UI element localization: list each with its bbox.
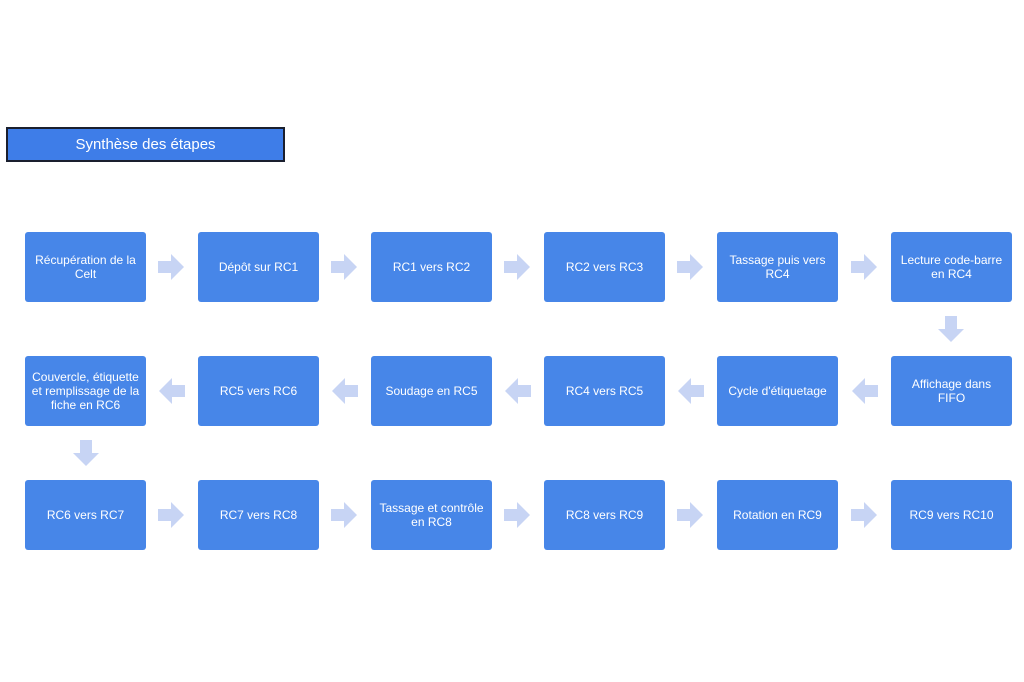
arrow-right-icon	[331, 254, 357, 280]
arrow-right-icon	[331, 502, 357, 528]
arrow-right-icon	[504, 254, 530, 280]
step-15-tassage-controle-rc8: Tassage et contrôle en RC8	[371, 480, 492, 550]
step-11-rc5-rc6: RC5 vers RC6	[198, 356, 319, 426]
arrow-left-icon	[332, 378, 358, 404]
step-18-rc9-rc10: RC9 vers RC10	[891, 480, 1012, 550]
step-17-rotation-rc9: Rotation en RC9	[717, 480, 838, 550]
step-13-rc6-rc7: RC6 vers RC7	[25, 480, 146, 550]
step-14-rc7-rc8: RC7 vers RC8	[198, 480, 319, 550]
arrow-down-icon	[73, 440, 99, 466]
step-07-affichage-fifo: Affichage dans FIFO	[891, 356, 1012, 426]
step-09-rc4-rc5: RC4 vers RC5	[544, 356, 665, 426]
arrow-right-icon	[504, 502, 530, 528]
step-10-soudage-rc5: Soudage en RC5	[371, 356, 492, 426]
arrow-left-icon	[159, 378, 185, 404]
step-05-tassage-rc4: Tassage puis vers RC4	[717, 232, 838, 302]
step-02-depot-rc1: Dépôt sur RC1	[198, 232, 319, 302]
step-06-lecture-code-barre: Lecture code-barre en RC4	[891, 232, 1012, 302]
arrow-left-icon	[678, 378, 704, 404]
diagram-title: Synthèse des étapes	[6, 127, 285, 162]
step-03-rc1-rc2: RC1 vers RC2	[371, 232, 492, 302]
arrow-right-icon	[677, 502, 703, 528]
step-01-recuperation: Récupération de la Celt	[25, 232, 146, 302]
arrow-left-icon	[852, 378, 878, 404]
arrow-right-icon	[851, 502, 877, 528]
arrow-down-icon	[938, 316, 964, 342]
arrow-left-icon	[505, 378, 531, 404]
step-04-rc2-rc3: RC2 vers RC3	[544, 232, 665, 302]
arrow-right-icon	[851, 254, 877, 280]
arrow-right-icon	[158, 502, 184, 528]
step-16-rc8-rc9: RC8 vers RC9	[544, 480, 665, 550]
step-12-couvercle-rc6: Couvercle, étiquette et remplissage de l…	[25, 356, 146, 426]
step-08-cycle-etiquetage: Cycle d'étiquetage	[717, 356, 838, 426]
arrow-right-icon	[677, 254, 703, 280]
arrow-right-icon	[158, 254, 184, 280]
